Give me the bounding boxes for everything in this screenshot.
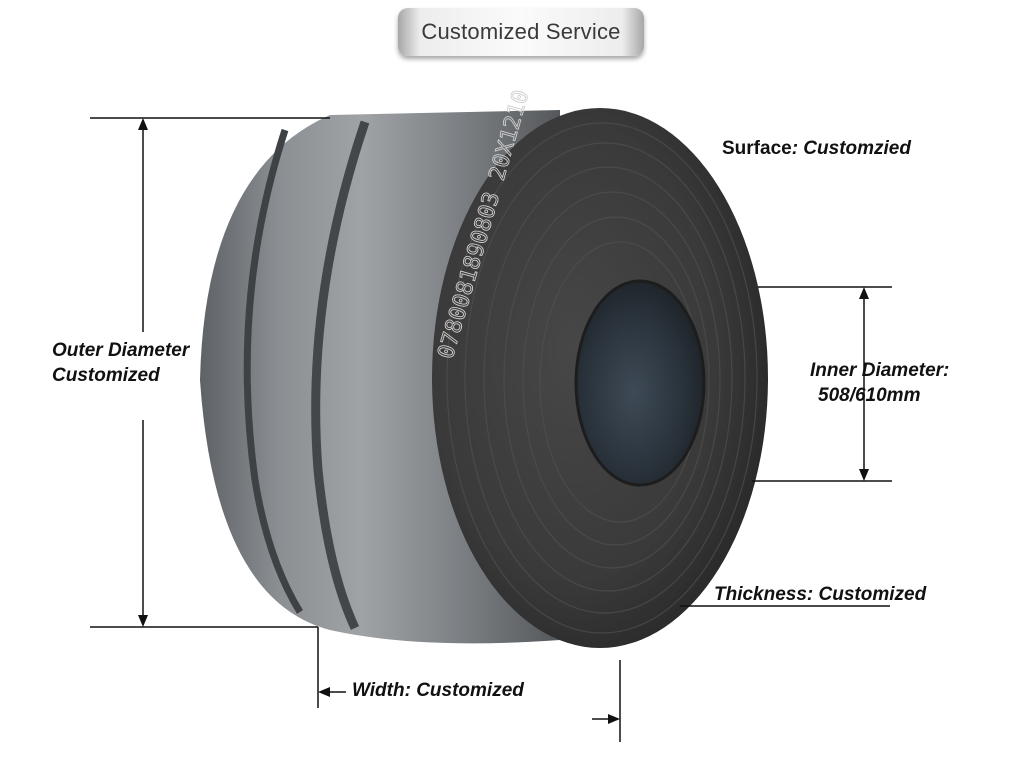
- outer-diameter-line2: Customized: [52, 364, 160, 386]
- surface-value: : Customzied: [791, 138, 911, 159]
- outer-diameter-dimension: [90, 117, 330, 628]
- winding-rings: [446, 122, 758, 634]
- outer-diameter-label: Outer Diameter Customized: [52, 339, 189, 388]
- coil-hole-rim: [574, 279, 706, 487]
- coil-inner-hole: [576, 281, 704, 485]
- width-label: Width: Customized: [352, 680, 524, 701]
- thickness-label: Thickness: Customized: [714, 584, 927, 605]
- inner-diameter-line1: Inner Diameter:: [810, 360, 950, 381]
- outer-diameter-line1: Outer Diameter: [52, 340, 190, 361]
- inner-diameter-label: Inner Diameter: 508/610mm: [810, 359, 949, 408]
- badge-text: Customized Service: [421, 19, 621, 44]
- inner-diameter-line2: 508/610mm: [818, 384, 921, 406]
- surface-label: Surface: Customzied: [722, 137, 911, 162]
- inner-diameter-dimension: [752, 286, 892, 482]
- coil-band-2: [311, 120, 370, 630]
- customized-service-badge: Customized Service: [398, 8, 644, 56]
- width-dimension: [317, 627, 621, 742]
- surface-name: Surface: [722, 138, 792, 159]
- coil-band-1: [243, 128, 303, 614]
